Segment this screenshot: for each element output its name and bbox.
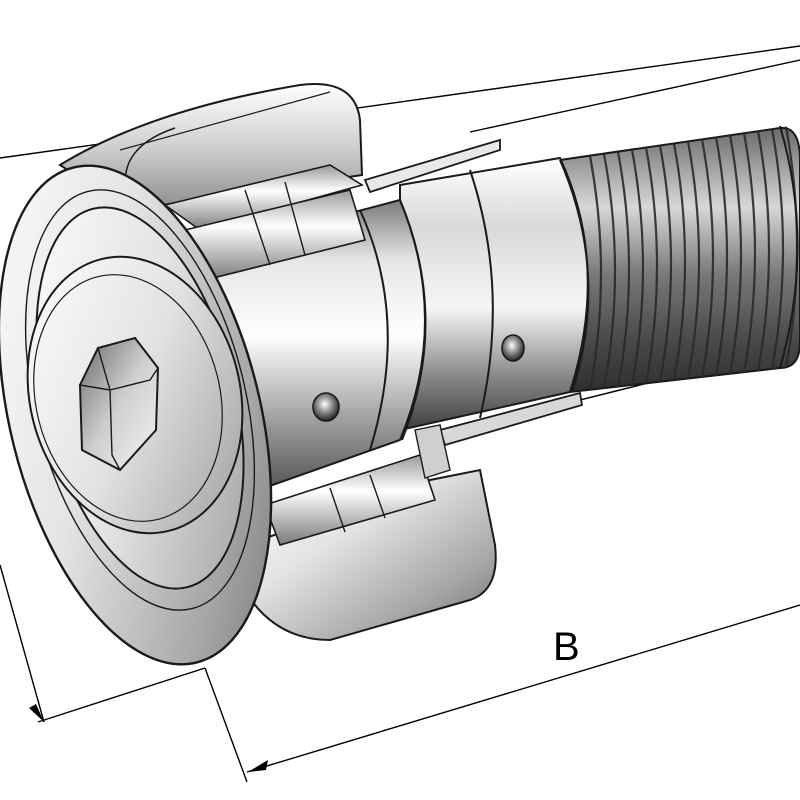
needle-rollers — [163, 164, 451, 546]
thread-crest — [602, 153, 617, 389]
arrowhead-right — [248, 760, 268, 772]
thread-crest — [658, 145, 673, 383]
thread-crest — [728, 134, 743, 375]
thread-crest — [686, 141, 701, 380]
needle-roller-top — [163, 164, 367, 281]
thread-crest — [742, 132, 757, 373]
thread-crest — [644, 147, 659, 384]
thread-crest — [588, 155, 603, 391]
thread-crest — [756, 130, 771, 371]
thread-crest — [714, 136, 729, 376]
lubrication-holes — [312, 334, 525, 422]
needle-roller-bottom — [263, 424, 451, 546]
lubrication-hole-rear — [501, 334, 525, 362]
thread-crest — [700, 139, 715, 378]
lubrication-hole-front — [312, 392, 340, 422]
thread-crest — [630, 149, 645, 386]
thread-crest — [770, 128, 785, 370]
stud — [363, 138, 590, 447]
arrowhead-left — [29, 704, 44, 722]
thread-crest — [616, 151, 631, 388]
dimension-label-b: B — [553, 625, 580, 669]
threaded-shank — [558, 125, 800, 394]
hex-socket — [78, 336, 160, 472]
thread-crest — [672, 143, 687, 381]
